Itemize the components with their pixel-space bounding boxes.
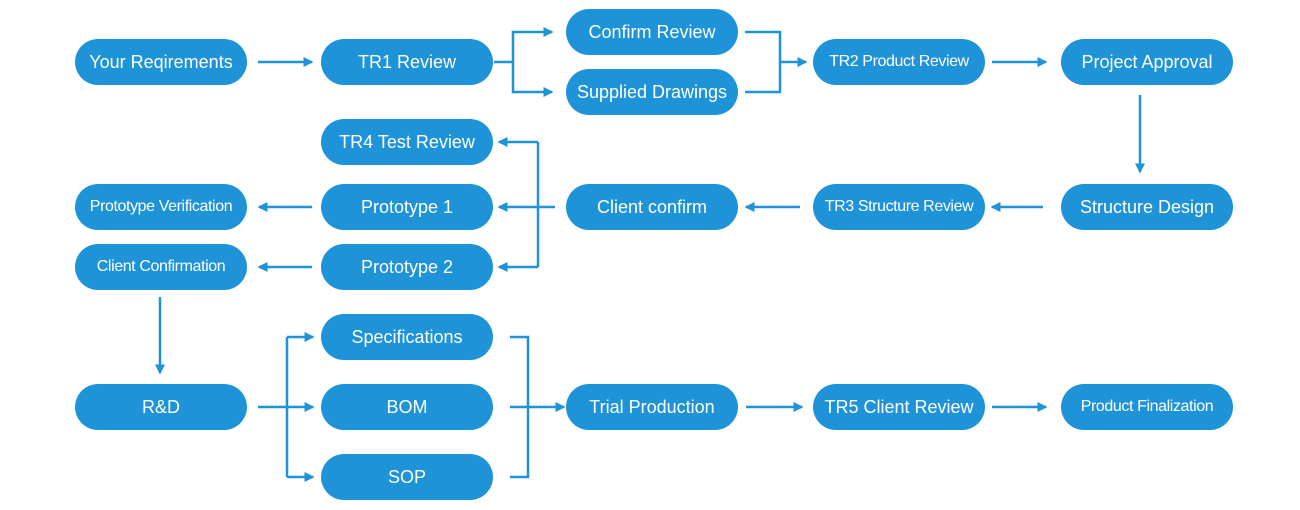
node-tr4-test-review: TR4 Test Review bbox=[321, 119, 493, 165]
connector-specifications-merge bbox=[510, 335, 530, 407]
node-product-finalization: Product Finalization bbox=[1061, 384, 1233, 430]
node-tr1-review: TR1 Review bbox=[321, 39, 493, 85]
node-trial-production: Trial Production bbox=[566, 384, 738, 430]
node-sop: SOP bbox=[321, 454, 493, 500]
connector-supplied-drawings-merge bbox=[745, 62, 782, 94]
node-client-confirmation: Client Confirmation bbox=[75, 244, 247, 290]
node-client-confirm: Client confirm bbox=[566, 184, 738, 230]
node-tr2-product-review: TR2 Product Review bbox=[813, 39, 985, 85]
node-prototype-verification: Prototype Verification bbox=[75, 184, 247, 230]
connector-sop-merge bbox=[510, 407, 530, 479]
node-specifications: Specifications bbox=[321, 314, 493, 360]
node-confirm-review: Confirm Review bbox=[566, 9, 738, 55]
node-structure-design: Structure Design bbox=[1061, 184, 1233, 230]
node-rnd: R&D bbox=[75, 384, 247, 430]
node-supplied-drawings: Supplied Drawings bbox=[566, 69, 738, 115]
node-bom: BOM bbox=[321, 384, 493, 430]
node-project-approval: Project Approval bbox=[1061, 39, 1233, 85]
node-your-requirements: Your Reqirements bbox=[75, 39, 247, 85]
arrow-tr1-to-confirm-review bbox=[511, 27, 554, 62]
node-tr5-client-review: TR5 Client Review bbox=[813, 384, 985, 430]
node-tr3-structure-review: TR3 Structure Review bbox=[813, 184, 985, 230]
node-prototype-2: Prototype 2 bbox=[321, 244, 493, 290]
node-prototype-1: Prototype 1 bbox=[321, 184, 493, 230]
connector-confirm-review-merge bbox=[745, 30, 782, 62]
arrow-tr1-to-supplied-drawings bbox=[511, 62, 554, 97]
